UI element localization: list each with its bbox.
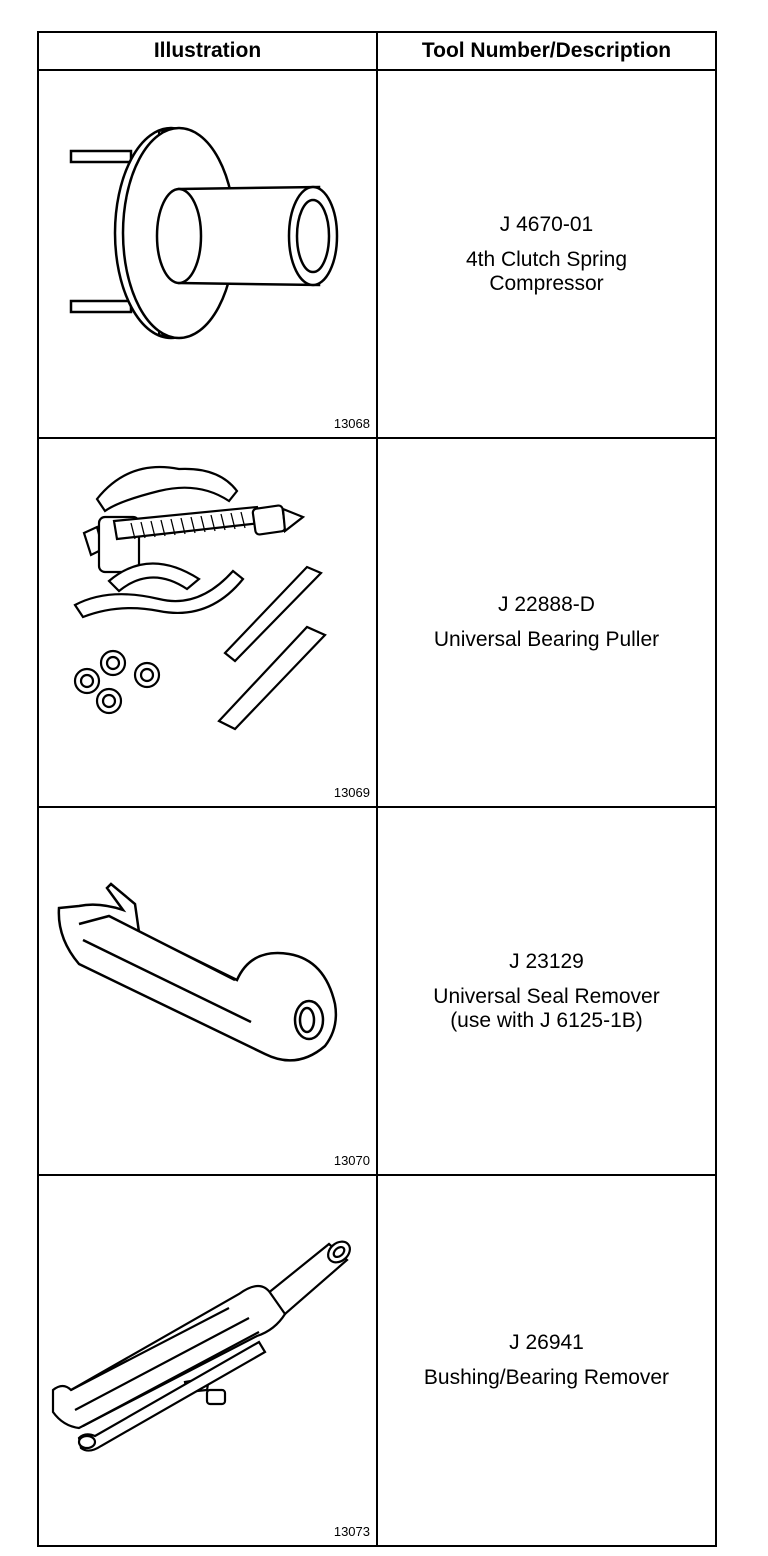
figure-number: 13068	[333, 416, 370, 431]
tool-table: Illustration Tool Number/Description 130…	[37, 31, 717, 1547]
tool-number: J 4670-01	[499, 212, 594, 236]
tool-description: Universal Seal Remover (use with J 6125-…	[433, 984, 660, 1032]
bearing-puller-icon	[73, 465, 327, 731]
header-tool-number-description: Tool Number/Description	[421, 39, 672, 62]
table-row: 13068 J 4670-01 4th Clutch Spring Compre…	[39, 71, 715, 439]
tool-number: J 22888-D	[498, 593, 595, 616]
bushing-remover-icon	[51, 1240, 351, 1452]
table-row: 13073 J 26941 Bushing/Bearing Remover	[39, 1176, 715, 1545]
table-row: 13070 J 23129 Universal Seal Remover (us…	[39, 808, 715, 1176]
header-illustration: Illustration	[153, 39, 262, 62]
tool-description-cell: J 22888-D Universal Bearing Puller	[378, 439, 715, 806]
illustration-cell: 13069	[39, 439, 376, 806]
illustration-cell: 13073	[39, 1176, 376, 1545]
tool-number: J 23129	[509, 949, 584, 973]
tool-description: 4th Clutch Spring Compressor	[465, 247, 628, 295]
tool-description-cell: J 4670-01 4th Clutch Spring Compressor	[378, 71, 715, 437]
seal-remover-icon	[57, 882, 338, 1062]
tool-description-cell: J 23129 Universal Seal Remover (use with…	[378, 808, 715, 1174]
column-divider	[376, 33, 378, 1545]
figure-number: 13073	[333, 1524, 370, 1539]
figure-number: 13070	[333, 1153, 370, 1168]
illustration-cell: 13070	[39, 808, 376, 1174]
table-row: 13069 J 22888-D Universal Bearing Puller	[39, 439, 715, 808]
tool-description: Universal Bearing Puller	[433, 628, 660, 651]
tool-description: Bushing/Bearing Remover	[423, 1366, 670, 1389]
illustration-cell: 13068	[39, 71, 376, 437]
figure-number: 13069	[333, 785, 370, 800]
tool-number: J 26941	[509, 1331, 584, 1354]
spring-compressor-icon	[69, 126, 339, 340]
tool-description-cell: J 26941 Bushing/Bearing Remover	[378, 1176, 715, 1545]
